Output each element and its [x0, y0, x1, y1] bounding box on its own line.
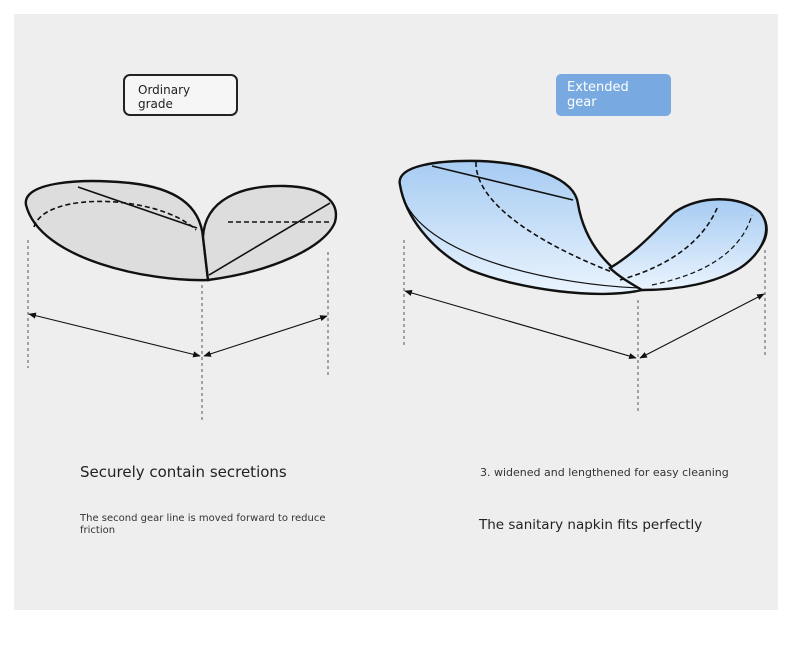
- ordinary-pad-icon: [24, 179, 338, 282]
- extended-pad-wing: [608, 198, 768, 292]
- extended-pad-inner-line: [431, 165, 574, 201]
- extended-pad-wing-rim: [744, 203, 768, 249]
- extended-pad-icon: [398, 159, 768, 296]
- ordinary-pad-gear-line: [33, 200, 197, 231]
- ordinary-grade-badge: Ordinary grade: [123, 74, 238, 116]
- ordinary-arrow-left: [28, 312, 201, 358]
- extended-arrow-right: [639, 293, 765, 359]
- extended-pad-gear-line: [475, 161, 613, 273]
- extended-pad-wing-line-2: [651, 214, 753, 286]
- right-top-caption: 3. widened and lengthened for easy clean…: [480, 466, 729, 479]
- extended-pad-body: [398, 159, 646, 296]
- extended-dimension-icon: [403, 240, 766, 413]
- extended-pad-wing-line: [619, 205, 719, 281]
- ordinary-pad-diagonal-line: [208, 202, 331, 276]
- extended-arrow-left: [404, 289, 637, 360]
- extended-gear-badge: Extended gear: [556, 74, 671, 116]
- ordinary-grade-label: Ordinary grade: [138, 83, 191, 111]
- left-sub-caption: The second gear line is moved forward to…: [80, 513, 326, 536]
- left-main-caption: Securely contain secretions: [80, 463, 287, 481]
- ordinary-pad-left-lobe: [24, 179, 210, 282]
- extended-gear-label: Extended gear: [567, 80, 629, 110]
- ordinary-dimension-icon: [27, 240, 329, 423]
- ordinary-arrow-right: [203, 315, 328, 357]
- ordinary-pad-right-lobe: [201, 184, 338, 282]
- ordinary-pad-inner-line: [77, 186, 198, 229]
- right-main-caption: The sanitary napkin fits perfectly: [479, 517, 703, 533]
- extended-pad-gear-line-2: [403, 199, 641, 289]
